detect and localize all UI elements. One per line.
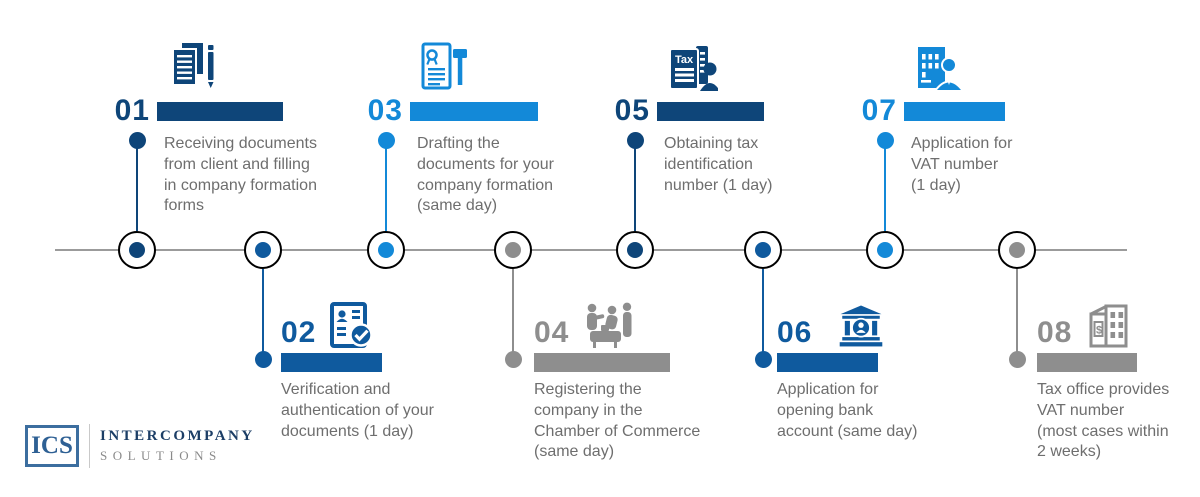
- step-number: 04: [534, 316, 570, 349]
- step-bar: [1037, 353, 1137, 372]
- logo-wordmark: INTERCOMPANY SOLUTIONS: [100, 428, 255, 464]
- connector-line-06: [762, 269, 764, 352]
- step-block-08: 08 $ Tax office provides VAT number (mos…: [1037, 304, 1195, 463]
- connector-line-04: [512, 269, 514, 352]
- step-block-05: Tax 05 Obtaining tax identification numb…: [612, 42, 799, 196]
- connector-dot-05: [627, 132, 644, 149]
- step-block-03: 03 Drafting the documents for your compa…: [365, 42, 579, 217]
- step-bar: [410, 101, 538, 121]
- step-title: Verification and authentication of your …: [281, 381, 434, 440]
- svg-text:$: $: [1096, 325, 1102, 337]
- logo-monogram: ICS: [25, 425, 79, 467]
- step-number: 05: [614, 94, 650, 127]
- connector-dot-03: [378, 132, 395, 149]
- step-title: Receiving documents from client and fill…: [164, 135, 317, 215]
- step-number: 07: [861, 94, 897, 127]
- step-bar: [281, 353, 382, 372]
- logo-name-line2: SOLUTIONS: [100, 448, 222, 463]
- svg-text:Tax: Tax: [675, 54, 694, 66]
- step-number: 02: [281, 316, 317, 349]
- timeline-node-08: [998, 231, 1036, 269]
- timeline-node-07: [866, 231, 904, 269]
- step-bar: [157, 101, 283, 121]
- step-title: Registering the company in the Chamber o…: [534, 381, 701, 461]
- tax-document-icon: Tax: [666, 44, 720, 92]
- step-block-01: 01 Receiving documents from client and f…: [112, 42, 336, 217]
- node-dot: [255, 242, 271, 258]
- timeline-node-03: [367, 231, 405, 269]
- step-number: 08: [1037, 316, 1073, 349]
- step-bar: [777, 353, 878, 372]
- documents-pen-icon: [166, 42, 218, 92]
- connector-line-02: [262, 269, 264, 352]
- node-dot: [129, 242, 145, 258]
- node-dot: [1009, 242, 1025, 258]
- verified-id-icon: [328, 302, 376, 348]
- connector-dot-04: [505, 351, 522, 368]
- connector-dot-06: [755, 351, 772, 368]
- node-dot: [755, 242, 771, 258]
- bank-icon: [838, 304, 884, 348]
- step-number: 01: [114, 94, 150, 127]
- logo-divider: [89, 424, 90, 468]
- step-title: Application for opening bank account (sa…: [777, 381, 918, 440]
- node-dot: [378, 242, 394, 258]
- step-number: 06: [777, 316, 813, 349]
- timeline-node-02: [244, 231, 282, 269]
- step-bar: [534, 353, 670, 372]
- step-block-04: 04 Registering the company in the Chambe…: [534, 302, 720, 463]
- step-block-07: 07 Application for VAT number (1 day): [859, 42, 1036, 196]
- step-title: Tax office provides VAT number (most cas…: [1037, 381, 1170, 461]
- connector-line-01: [136, 148, 138, 231]
- connector-dot-01: [129, 132, 146, 149]
- node-dot: [627, 242, 643, 258]
- brand-logo: ICS INTERCOMPANY SOLUTIONS: [25, 424, 255, 468]
- node-dot: [877, 242, 893, 258]
- connector-dot-02: [255, 351, 272, 368]
- tax-office-icon: $: [1084, 302, 1132, 348]
- step-bar: [904, 101, 1005, 121]
- logo-name-line1: INTERCOMPANY: [100, 428, 255, 444]
- step-bar: [657, 101, 764, 121]
- reception-building-icon: [913, 44, 965, 92]
- step-block-06: 06 Application for opening bank account …: [777, 304, 939, 442]
- step-number: 03: [367, 94, 403, 127]
- step-title: Obtaining tax identification number (1 d…: [664, 135, 773, 194]
- step-block-02: 02 Verification and authentication of yo…: [281, 302, 463, 442]
- step-title: Drafting the documents for your company …: [417, 135, 554, 215]
- meeting-icon: [581, 302, 635, 348]
- timeline-node-04: [494, 231, 532, 269]
- timeline-node-06: [744, 231, 782, 269]
- timeline-line: [55, 249, 1127, 251]
- timeline-node-01: [118, 231, 156, 269]
- connector-dot-08: [1009, 351, 1026, 368]
- connector-line-03: [385, 148, 387, 231]
- step-title: Application for VAT number (1 day): [911, 135, 1013, 194]
- timeline-node-05: [616, 231, 654, 269]
- connector-line-07: [884, 148, 886, 231]
- connector-line-08: [1016, 269, 1018, 352]
- connector-line-05: [634, 148, 636, 231]
- certificate-gavel-icon: [419, 42, 471, 92]
- node-dot: [505, 242, 521, 258]
- connector-dot-07: [877, 132, 894, 149]
